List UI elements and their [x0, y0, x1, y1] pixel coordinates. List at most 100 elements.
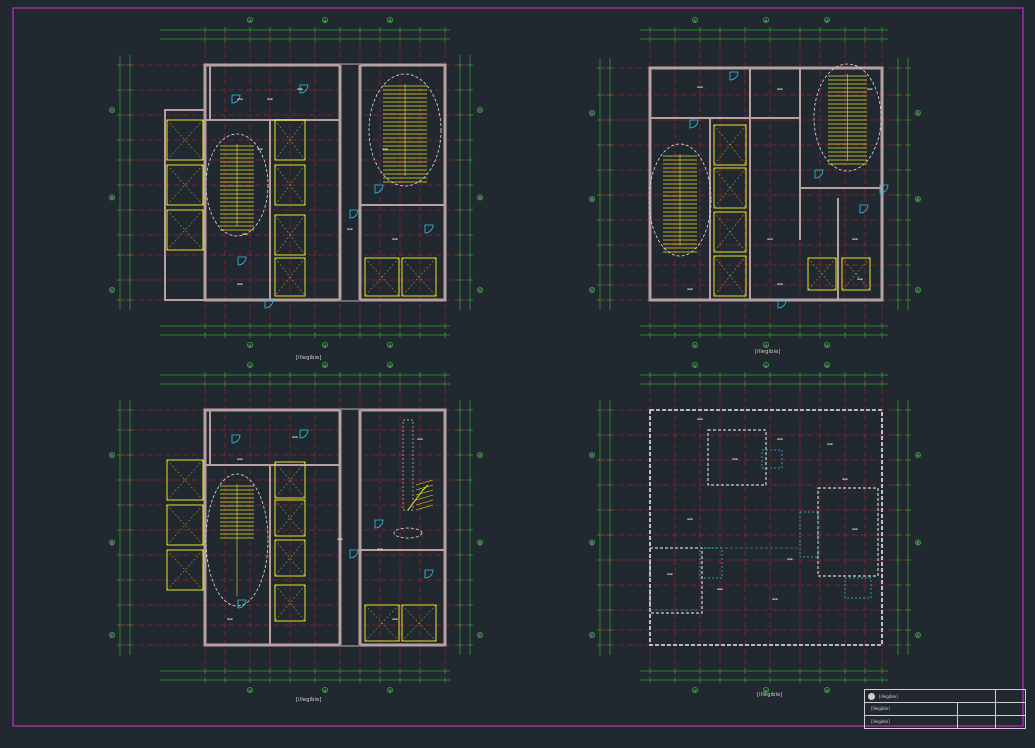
axis-bubble-label: Ⓐ — [590, 453, 594, 458]
exterior-wall — [203, 408, 447, 647]
axis-bubble — [763, 687, 769, 693]
shaft — [166, 209, 204, 251]
shaft — [364, 257, 400, 297]
stair-tread — [415, 504, 434, 511]
shaft-cross — [166, 459, 204, 501]
shaft-cross — [166, 504, 204, 546]
axis-bubble-label: ③ — [825, 19, 828, 23]
axis-bubble-label: ② — [764, 344, 767, 348]
stair-landing — [813, 63, 882, 172]
shaft — [713, 124, 747, 166]
title-block-row-2: [illegible] — [871, 706, 890, 711]
roof-annotation: ▬▬ — [732, 457, 738, 461]
shaft-cross — [166, 504, 204, 546]
shaft-cross — [713, 255, 747, 297]
door-swing — [237, 256, 247, 266]
room-annotation: ▬▬ — [687, 287, 693, 291]
room-annotation: ▬▬ — [257, 147, 263, 151]
shaft — [274, 119, 306, 161]
roof-hatch — [699, 547, 723, 579]
axis-bubble — [477, 107, 483, 113]
shaft-cross — [807, 257, 837, 291]
door-swing — [729, 71, 739, 81]
ramp-edge — [402, 419, 414, 511]
roof-annotation: ▬▬ — [852, 527, 858, 531]
axis-bubble — [322, 17, 328, 23]
shaft — [166, 119, 204, 161]
axis-bubble-label: ① — [248, 344, 251, 348]
stair-tread — [415, 489, 434, 496]
shaft — [713, 255, 747, 297]
axis-bubble — [477, 539, 483, 546]
axis-bubble-label: Ⓒ — [110, 633, 114, 638]
door-swing — [777, 299, 787, 309]
axis-bubble-label: ③ — [825, 344, 828, 348]
axis-bubble — [589, 287, 595, 293]
door-swing — [424, 224, 434, 234]
axis-bubble — [477, 287, 483, 293]
shaft-cross — [166, 119, 204, 161]
shaft — [166, 459, 204, 501]
axis-bubble-label: Ⓒ — [478, 288, 482, 293]
shaft — [807, 257, 837, 291]
axis-bubble — [915, 110, 921, 116]
title-block: [illegible] [illegible] [illegible] — [864, 689, 1026, 729]
axis-bubble-label: Ⓐ — [478, 108, 482, 113]
axis-bubble — [915, 196, 921, 202]
stair-tread — [415, 494, 434, 501]
axis-bubble — [109, 194, 115, 201]
plan-caption-bottom-right: [illegible] — [757, 692, 783, 698]
roof-annotation: ▬▬ — [667, 572, 673, 576]
axis-bubble-label: Ⓐ — [478, 453, 482, 458]
axis-bubble — [915, 539, 921, 546]
axis-bubble-label: ② — [323, 364, 326, 368]
door-swing — [374, 519, 384, 529]
axis-bubble — [692, 342, 698, 348]
title-block-row-1: [illegible] — [879, 694, 898, 699]
title-block-row-3: [illegible] — [871, 719, 890, 724]
stair-landing — [368, 73, 442, 187]
shaft-cross — [274, 164, 306, 206]
stair-landing — [205, 473, 269, 607]
axis-bubble-label: ① — [693, 19, 696, 23]
stair-landing — [393, 527, 423, 539]
axis-bubble-label: ① — [248, 364, 251, 368]
shaft-cross — [166, 549, 204, 591]
roof-hatch — [844, 577, 872, 599]
axis-bubble-label: Ⓒ — [590, 633, 594, 638]
room-annotation: ▬▬ — [857, 277, 863, 281]
room-annotation: ▬▬ — [377, 547, 383, 551]
axis-bubble — [589, 196, 595, 202]
room-annotation: ▬▬ — [382, 147, 388, 151]
stair-tread — [415, 479, 434, 486]
shaft — [841, 257, 871, 291]
shaft-cross — [166, 459, 204, 501]
room-annotation: ▬▬ — [227, 617, 233, 621]
axis-bubble — [763, 342, 769, 348]
axis-bubble — [763, 362, 769, 368]
room-annotation: ▬▬ — [777, 87, 783, 91]
door-swing — [231, 94, 241, 104]
axis-bubble — [763, 17, 769, 23]
roof-annotation: ▬▬ — [717, 587, 723, 591]
room-annotation: ▬▬ — [867, 87, 873, 91]
axis-bubble — [322, 687, 328, 693]
door-swing — [237, 599, 247, 609]
roof-annotation: ▬▬ — [687, 517, 693, 521]
axis-bubble-label: ③ — [825, 364, 828, 368]
door-swing — [424, 569, 434, 579]
room-annotation: ▬▬ — [237, 457, 243, 461]
roof-annotation: ▬▬ — [772, 597, 778, 601]
shaft — [274, 539, 306, 577]
axis-bubble — [322, 362, 328, 368]
axis-bubble-label: Ⓐ — [916, 453, 920, 458]
roof-annotation: ▬▬ — [777, 437, 783, 441]
shaft — [401, 257, 437, 297]
axis-bubble — [477, 194, 483, 201]
axis-bubble — [387, 687, 393, 693]
axis-bubble — [824, 687, 830, 693]
axis-bubble-label: ① — [693, 689, 696, 693]
